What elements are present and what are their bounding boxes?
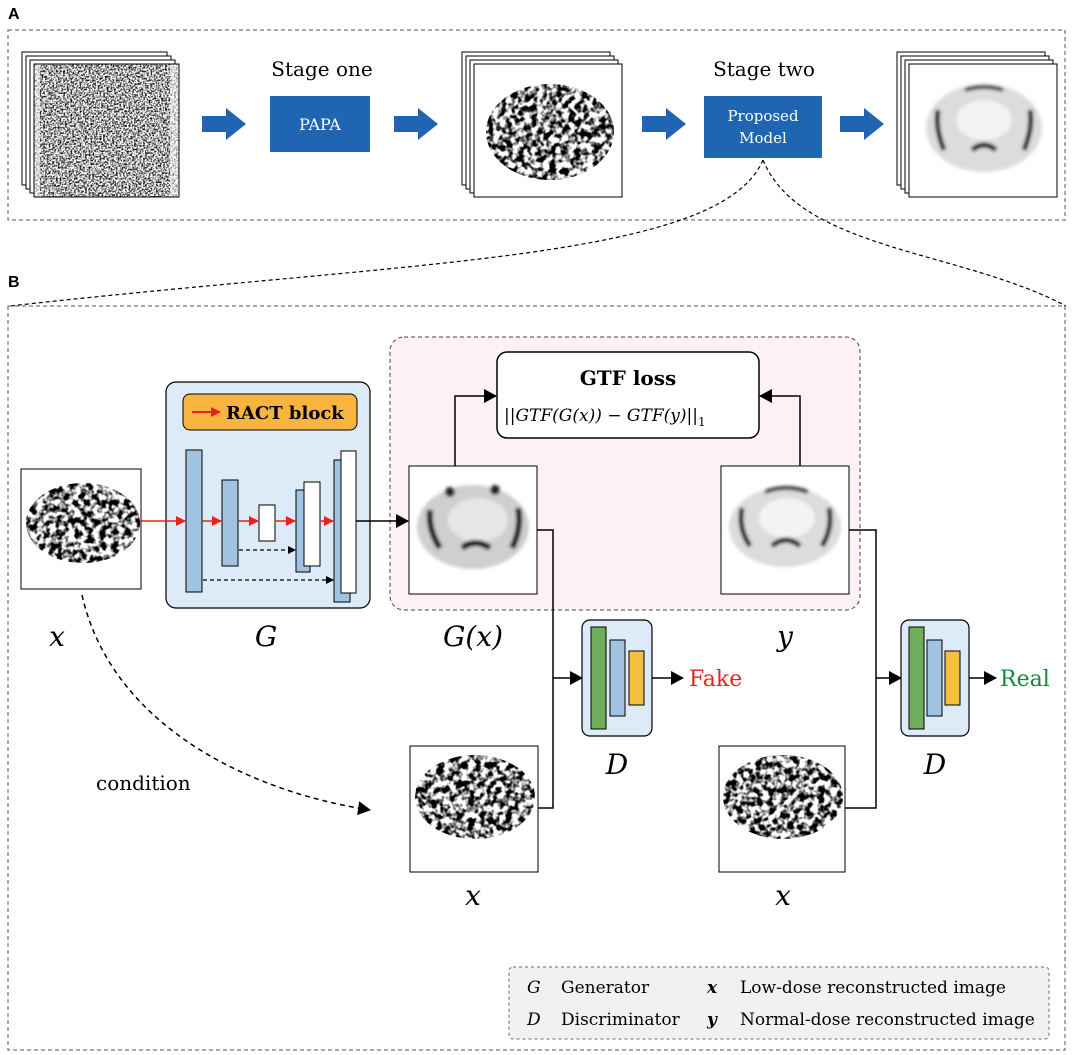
x-condition-real-label: x [775, 879, 791, 912]
proposed-model-block [704, 96, 822, 158]
arrow-y-to-loss [759, 389, 801, 466]
legend-x-symbol: x [706, 978, 718, 998]
legend-g-text: Generator [561, 978, 650, 998]
legend-g-symbol: G [527, 978, 541, 998]
condition-label: condition [96, 771, 191, 795]
output-stack [896, 51, 1058, 198]
arrow-to-model [642, 108, 686, 140]
ract-block-badge [182, 393, 358, 431]
ract-block-label: RACT block [226, 403, 344, 424]
real-label: Real [1000, 667, 1050, 692]
generator-layers [185, 449, 357, 603]
fake-label: Fake [689, 667, 742, 692]
arrow-gx-to-loss [454, 389, 497, 466]
zoom-curve-right [762, 159, 1067, 307]
papa-block [270, 96, 370, 152]
lowdose-stack [461, 51, 623, 198]
panel-b-frame [7, 305, 1066, 1051]
zoom-curve-left [9, 159, 764, 307]
panel-a-label: A [8, 6, 20, 23]
legend-y-symbol: y [706, 1010, 718, 1030]
proposed-label-2: Model [739, 129, 787, 147]
gx-label: G(x) [443, 620, 503, 653]
d-fake-layers [590, 626, 645, 730]
panel-a-frame [7, 29, 1066, 221]
panel-b-label: B [8, 274, 20, 291]
legend-x-text: Low-dose reconstructed image [740, 978, 1006, 998]
legend-d-text: Discriminator [561, 1010, 681, 1030]
x-condition-fake-label: x [465, 879, 481, 912]
legend-box [508, 966, 1050, 1040]
d-real-layers [908, 626, 961, 730]
gtf-loss-formula: ||GTF(G(x)) − GTF(y)||1 [504, 406, 706, 429]
wire-y-to-d-real [845, 529, 877, 809]
arrow-to-lowdose [394, 108, 438, 140]
proposed-label-1: Proposed [727, 107, 799, 125]
d-fake-label: D [605, 748, 628, 781]
legend: G Generator D Discriminator x Low-dose r… [526, 978, 1035, 1030]
y-label: y [775, 620, 794, 653]
skip-connections [203, 546, 334, 584]
sinogram-stack [21, 51, 180, 198]
legend-y-text: Normal-dose reconstructed image [740, 1010, 1035, 1030]
x-input-label: x [49, 620, 65, 653]
legend-d-symbol: D [526, 1010, 541, 1030]
stage-one-label: Stage one [271, 57, 372, 81]
d-real-label: D [923, 748, 946, 781]
arrow-to-output [840, 108, 884, 140]
condition-arrow [81, 594, 371, 816]
stage-two-label: Stage two [713, 57, 815, 81]
papa-label: PAPA [299, 115, 341, 134]
wire-gx-to-d-fake [537, 529, 554, 809]
generator-label: G [255, 620, 277, 653]
arrow-to-papa [202, 108, 246, 140]
gtf-loss-title: GTF loss [580, 366, 677, 390]
